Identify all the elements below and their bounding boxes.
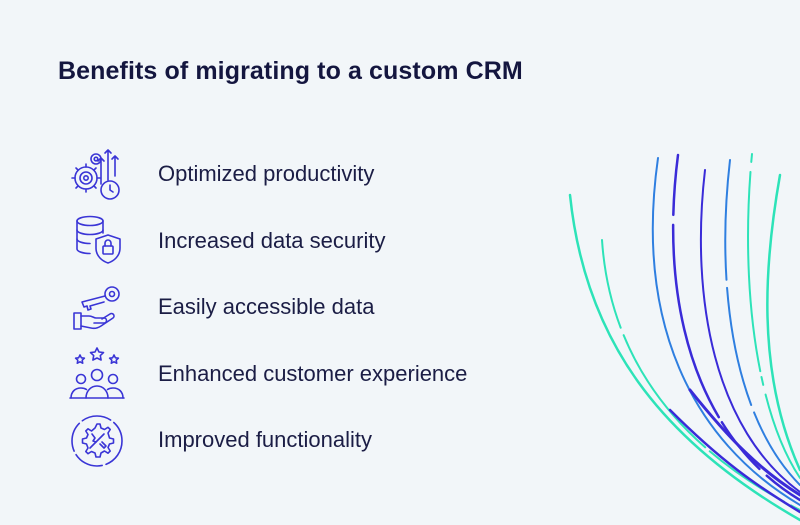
decorative-curve xyxy=(699,169,800,493)
page-title: Benefits of migrating to a custom CRM xyxy=(58,57,523,85)
benefit-label: Optimized productivity xyxy=(158,161,375,186)
gear-wrench-icon xyxy=(71,415,123,467)
benefit-label: Enhanced customer experience xyxy=(158,360,468,386)
decorative-curve xyxy=(668,408,800,514)
decorative-curve xyxy=(747,153,800,479)
database-shield-lock-icon xyxy=(76,215,121,264)
decorative-curve xyxy=(671,153,800,502)
decorative-curve xyxy=(766,173,800,472)
decorative-curves xyxy=(568,153,800,522)
hand-key-icon xyxy=(73,286,120,330)
decorative-curve xyxy=(688,388,800,497)
benefit-label: Easily accessible data xyxy=(158,294,375,319)
gears-growth-clock-icon xyxy=(71,149,120,200)
benefit-label: Improved functionality xyxy=(158,427,372,452)
decorative-curve xyxy=(568,193,800,522)
decorative-curve xyxy=(651,157,800,506)
decorative-curve xyxy=(601,239,800,511)
customers-stars-icon xyxy=(69,346,125,399)
decorative-curve xyxy=(724,159,800,486)
benefit-label: Increased data security xyxy=(158,227,386,253)
